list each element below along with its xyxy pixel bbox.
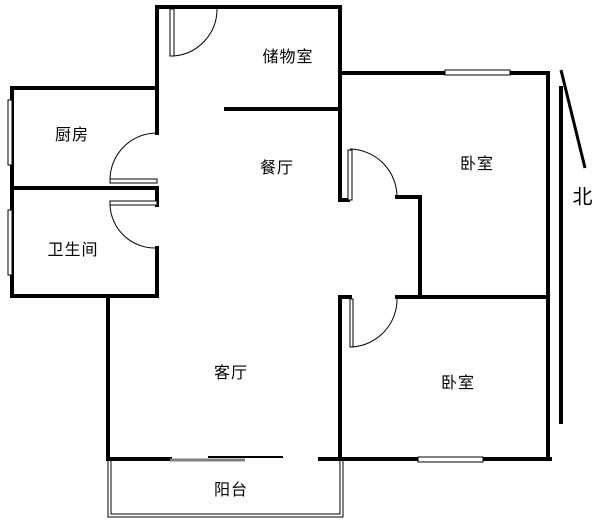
north-label: 北 (572, 184, 594, 209)
room-label-dining: 餐厅 (259, 158, 295, 177)
kitchen-window (7, 99, 13, 166)
room-label-living: 客厅 (213, 363, 249, 382)
windows (7, 69, 511, 463)
room-label-bedroom-north: 卧室 (459, 154, 495, 173)
room-label-balcony: 阳台 (213, 480, 249, 499)
doors (109, 8, 398, 462)
room-label-bathroom: 卫生间 (47, 240, 99, 259)
bathroom-door (109, 200, 158, 206)
north-arrow-icon (559, 69, 587, 424)
balcony-rail (107, 461, 344, 518)
bedroom-south-door (349, 298, 354, 348)
storage-door (169, 8, 175, 57)
room-label-bedroom-south: 卧室 (440, 373, 476, 392)
room-label-kitchen: 厨房 (54, 125, 90, 144)
bedroom-south-window (417, 456, 484, 463)
room-label-storage: 储物室 (262, 47, 314, 66)
bathroom-window (7, 209, 13, 276)
bedroom-north-door (347, 149, 353, 201)
kitchen-door (109, 178, 158, 184)
walls (10, 5, 552, 461)
bedroom-north-window (444, 69, 511, 76)
